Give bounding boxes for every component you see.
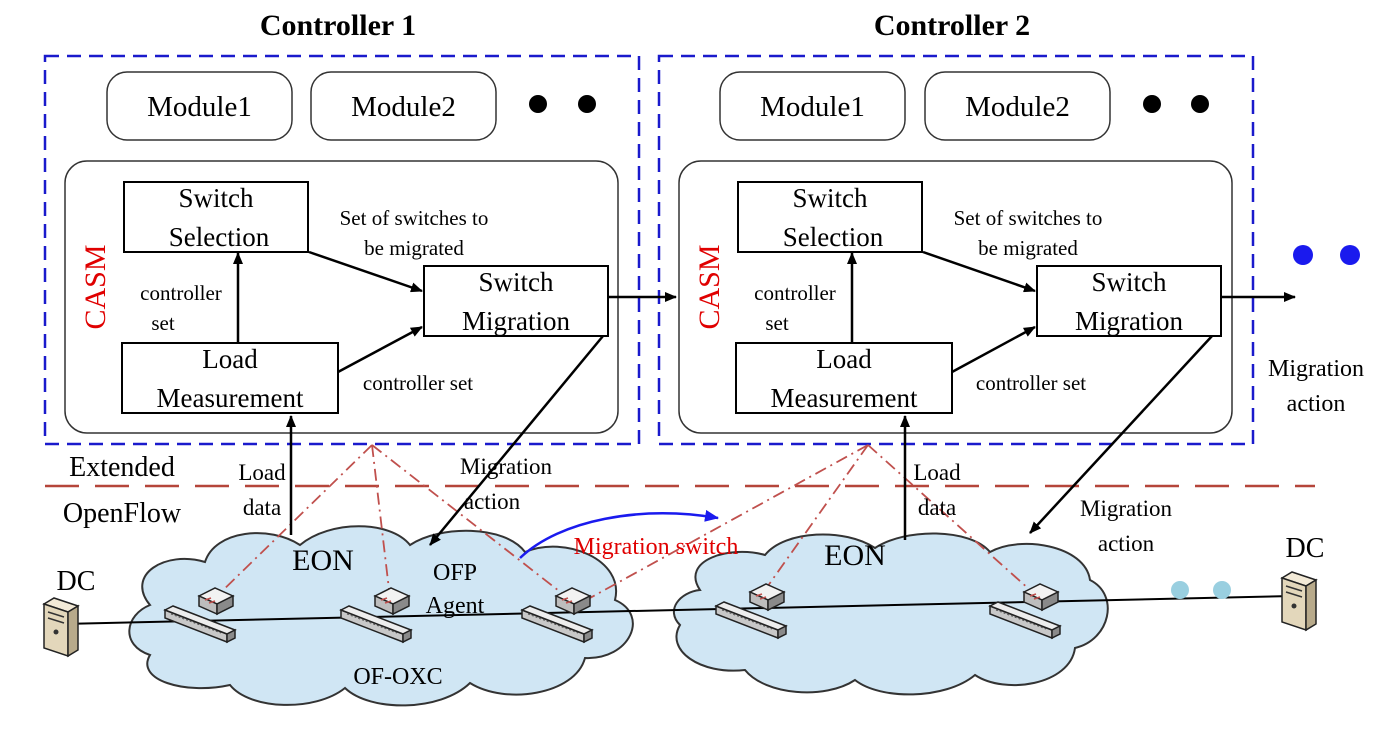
dc-left-label: DC <box>57 566 96 597</box>
controller2-load-measurement-label: Measurement <box>771 383 918 413</box>
dc-right-icon <box>1281 571 1317 631</box>
controller1-title: Controller 1 <box>260 9 416 42</box>
controller2-switch-selection-box <box>737 181 923 253</box>
right-migration-action-label: action <box>1287 391 1346 417</box>
controller1-switch-migration-label: Migration <box>462 306 570 336</box>
controller2-controller-set-label: controller <box>754 281 836 305</box>
controller1-controller-set-label: controller <box>140 281 222 305</box>
controller1-arrow-load-to-migration <box>337 325 423 374</box>
eon-label-right: EON <box>824 539 886 572</box>
controller1-load-measurement-label: Load <box>202 344 258 374</box>
controller1-migration-action-label: action <box>464 489 521 514</box>
controller1-module1-box <box>106 71 293 141</box>
dc-right-label: DC <box>1286 533 1325 564</box>
controller1-frame <box>43 54 641 446</box>
extended-openflow-label: Extended <box>69 452 175 483</box>
controller2-module1-label: Module1 <box>760 91 865 123</box>
migration-switch-label: Migration switch <box>574 534 739 560</box>
extended-openflow-label: OpenFlow <box>63 498 182 529</box>
more-controllers-dot <box>1293 245 1313 265</box>
controller1-migration-action-label: Migration <box>460 454 552 479</box>
control-channels <box>214 444 1031 599</box>
of-oxc-label: OF-OXC <box>353 664 442 690</box>
controller1-more-dot <box>578 95 596 113</box>
controller1-load-data-label: data <box>243 495 281 520</box>
more-dc-dot <box>1213 581 1231 599</box>
controller2-set-of-switches-label: be migrated <box>978 236 1078 260</box>
controller2-title: Controller 2 <box>874 9 1030 42</box>
controller1-switch-selection-label: Switch <box>178 183 254 213</box>
right-migration-action-label: Migration <box>1268 356 1364 382</box>
controller2-migration-action-label: Migration <box>1080 496 1172 521</box>
controller1-load-measurement-box <box>121 342 339 414</box>
controller1-more-dot <box>529 95 547 113</box>
controller1-switch-selection-label: Selection <box>169 222 270 252</box>
more-dc-dot <box>1171 581 1189 599</box>
controller2-set-of-switches-label: Set of switches to <box>954 206 1103 230</box>
controller2-migration-action-arrow <box>1029 335 1213 534</box>
controller1-casm-label: CASM <box>79 244 112 329</box>
controller1-module1-label: Module1 <box>147 91 252 123</box>
controller1-load-data-label: Load <box>238 460 286 485</box>
eon-cloud-right <box>673 532 1109 696</box>
controller2-switch-migration-box <box>1036 265 1222 337</box>
backbone-link <box>61 595 1293 625</box>
eon-label-left: EON <box>292 544 354 577</box>
controller2-migration-action-label: action <box>1098 531 1155 556</box>
controller1-load-measurement-label: Measurement <box>157 383 304 413</box>
controller2-switch-selection-label: Selection <box>783 222 884 252</box>
controller2-switch-migration-label: Migration <box>1075 306 1183 336</box>
controller1-arrow-selection-to-migration <box>308 250 423 293</box>
controller1-module2-box <box>310 71 497 141</box>
controller2-controller-set-label: set <box>765 311 788 335</box>
controller2-load-measurement-box <box>735 342 953 414</box>
controller2-frame <box>657 54 1255 446</box>
controller2-switch-selection-label: Switch <box>792 183 868 213</box>
controller2-more-dot <box>1143 95 1161 113</box>
controller1-set-of-switches-label: Set of switches to <box>340 206 489 230</box>
ofp-agent-label: OFP <box>433 560 477 586</box>
controller2-casm-label: CASM <box>693 244 726 329</box>
dc-left-icon <box>43 597 79 657</box>
controller2-module1-box <box>719 71 906 141</box>
controller2-load-measurement-label: Load <box>816 344 872 374</box>
controller2-load-data-label: Load <box>913 460 961 485</box>
controller1-module2-label: Module2 <box>351 91 456 123</box>
controller1-switch-migration-box <box>423 265 609 337</box>
controller1-switch-selection-box <box>123 181 309 253</box>
controller2-more-dot <box>1191 95 1209 113</box>
controller1-migration-action-arrow <box>429 335 604 546</box>
controller1-controller-set-bottom-label: controller set <box>363 371 473 395</box>
controller1-switch-migration-label: Switch <box>478 267 554 297</box>
more-controllers-dot <box>1340 245 1360 265</box>
controller1-set-of-switches-label: be migrated <box>364 236 464 260</box>
controller2-controller-set-bottom-label: controller set <box>976 371 1086 395</box>
controller2-arrow-load-to-migration <box>951 325 1036 374</box>
controller2-switch-migration-label: Switch <box>1091 267 1167 297</box>
controller2-module2-box <box>924 71 1111 141</box>
controller2-module2-label: Module2 <box>965 91 1070 123</box>
controller2-load-data-label: data <box>918 495 956 520</box>
migration-switch-arrow <box>519 509 719 559</box>
controller1-controller-set-label: set <box>151 311 174 335</box>
controller2-arrow-selection-to-migration <box>922 250 1036 293</box>
